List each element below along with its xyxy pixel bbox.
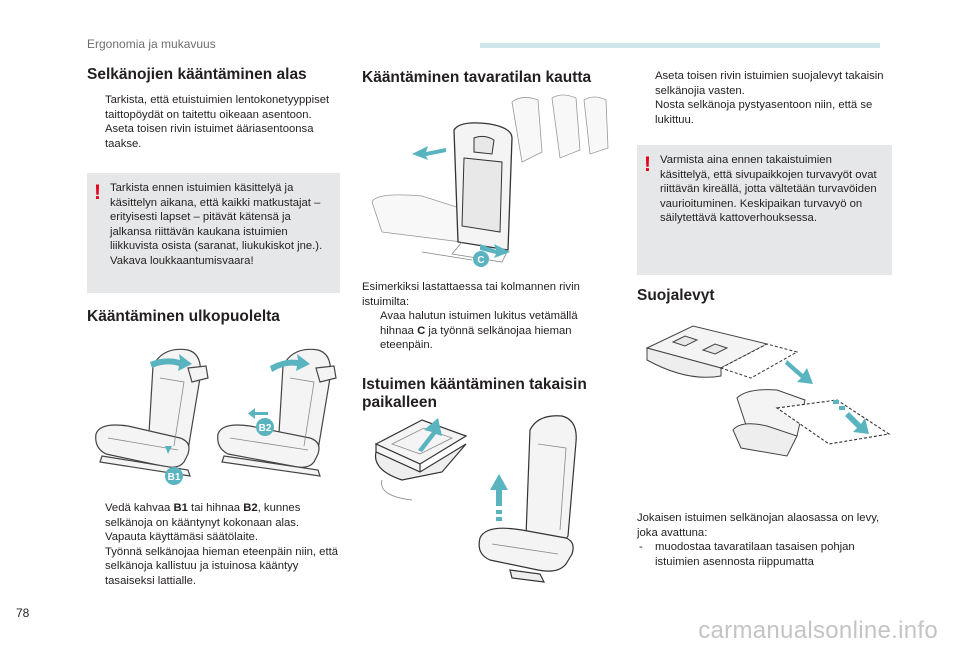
list-item: Vedä kahvaa B1 tai hihnaa B2, kunnes sel… (105, 502, 301, 529)
seat-fold-illustration: B1 B2 (95, 348, 337, 485)
column-left: Selkänojien kääntäminen alas Tarkista, e… (87, 66, 340, 151)
list-item: -muodostaa tavaratilaan tasaisen pohjan … (639, 541, 855, 568)
heading-protective-plates: Suojalevyt (637, 287, 715, 304)
dash-icon: - (639, 541, 643, 553)
bullet-list-1: Tarkista, että etuistuimien lentokonetyy… (87, 93, 340, 151)
page-number: 78 (16, 606, 30, 620)
seat-return-illustration (374, 415, 577, 583)
header-accent-bar (480, 43, 880, 48)
column-right: Aseta toisen rivin istuimien suojalevyt … (637, 69, 892, 127)
boot-fold-text: Esimerkiksi lastattaessa tai kolmannen r… (362, 280, 614, 353)
watermark-text: carmanualsonline.info (698, 617, 938, 644)
list-item: Aseta toisen rivin istuimet ääriasentoon… (105, 123, 314, 150)
warning-text: Varmista aina ennen takaistuimien käsitt… (660, 154, 877, 224)
list-item: Avaa halutun istuimen lukitus vetämällä … (380, 310, 578, 351)
heading-return-seat: Istuimen kääntäminen takaisin paikalleen (362, 376, 587, 411)
protective-plate-illustration (645, 325, 891, 457)
list-item: Työnnä selkänojaa hieman eteenpäin niin,… (105, 545, 339, 587)
heading-fold-from-outside: Kääntäminen ulkopuolelta (87, 308, 280, 325)
warning-box-seatbelt: ! Varmista aina ennen takaistuimien käsi… (637, 145, 892, 275)
heading-fold-via-boot: Kääntäminen tavaratilan kautta (362, 69, 592, 86)
label-b1: B1 (168, 472, 181, 483)
list-item: Vapauta käyttämäsi säätölaite. (105, 531, 259, 543)
label-c: C (477, 255, 484, 266)
label-b2: B2 (259, 423, 272, 434)
warning-icon: ! (94, 181, 101, 204)
list-item: Nosta selkänoja pystyasentoon niin, että… (655, 99, 873, 126)
heading-fold-down: Selkänojien kääntäminen alas (87, 66, 307, 83)
list-item: Tarkista, että etuistuimien lentokonetyy… (105, 94, 330, 121)
bullet-list-2: Vedä kahvaa B1 tai hihnaa B2, kunnes sel… (87, 501, 340, 588)
plates-intro: Jokaisen istuimen selkänojan alaosassa o… (637, 512, 880, 539)
warning-icon: ! (644, 153, 651, 176)
warning-box-safety: ! Tarkista ennen istuimien käsittelyä ja… (87, 173, 340, 293)
intro-text: Esimerkiksi lastattaessa tai kolmannen r… (362, 281, 580, 308)
boot-fold-illustration: C (371, 94, 609, 267)
warning-text: Tarkista ennen istuimien käsittelyä ja k… (110, 182, 323, 267)
list-item: Aseta toisen rivin istuimien suojalevyt … (655, 70, 884, 97)
section-header: Ergonomia ja mukavuus (87, 37, 216, 51)
plates-description: Jokaisen istuimen selkänojan alaosassa o… (637, 511, 892, 569)
